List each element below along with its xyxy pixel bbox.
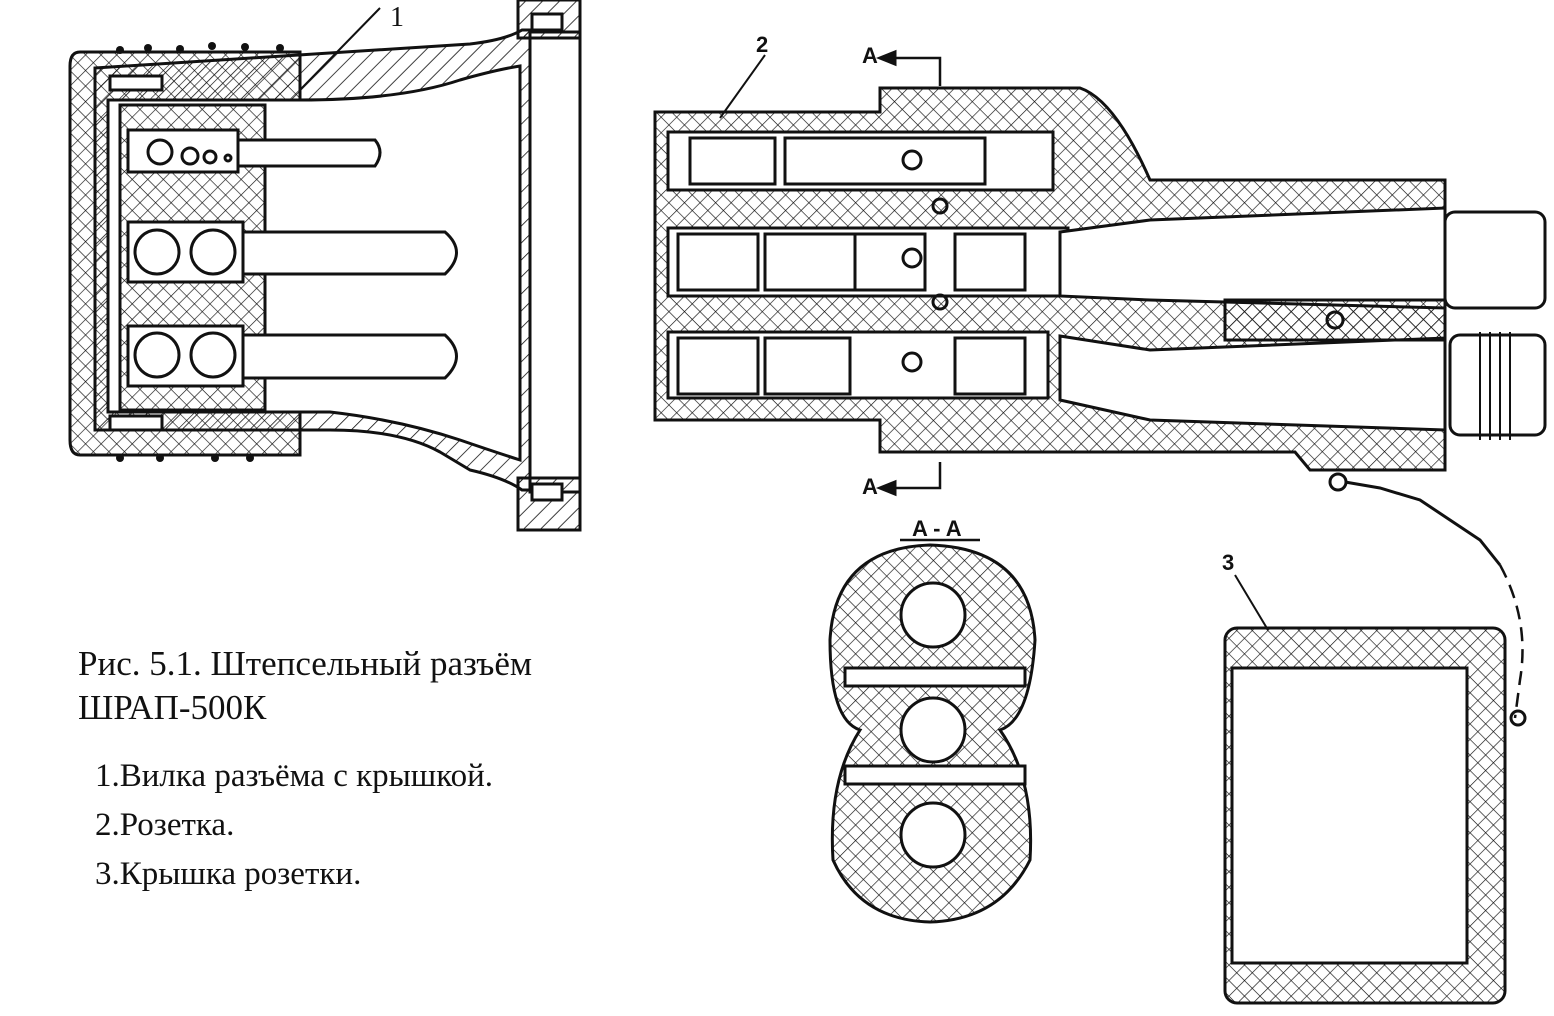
callout-2: 2 xyxy=(756,32,768,57)
callout-1: 1 xyxy=(390,2,404,33)
figure-caption: Рис. 5.1. Штепсельный разъём ШРАП-500К xyxy=(78,642,532,730)
socket-cover-part-3 xyxy=(1223,574,1527,1005)
parts-legend: 1.Вилка разъёма с крышкой. 2.Розетка. 3.… xyxy=(95,752,493,899)
plug-pin-mid xyxy=(241,230,458,276)
plug-part-1 xyxy=(68,0,582,532)
section-title: A - A xyxy=(912,516,962,541)
legend-item-3: 3.Крышка розетки. xyxy=(95,856,362,892)
plug-flange xyxy=(528,30,582,494)
callout-line-3 xyxy=(1234,574,1269,631)
legend-item-1: 1.Вилка разъёма с крышкой. xyxy=(95,758,493,794)
cable-upper xyxy=(1443,210,1547,310)
plug-pin-top xyxy=(236,138,382,168)
section-arrow-bottom-label: A xyxy=(862,474,878,499)
cover-inner xyxy=(1230,666,1469,965)
section-arrow-top-label: A xyxy=(862,43,878,68)
legend-item-2: 2.Розетка. xyxy=(95,807,235,843)
cover-chain xyxy=(1344,480,1502,566)
knurl-bumps xyxy=(116,42,284,462)
callout-line-1 xyxy=(299,7,381,91)
socket-part-2 xyxy=(653,49,1547,719)
caption-line-2: ШРАП-500К xyxy=(78,688,267,727)
cable-lower xyxy=(1448,333,1547,437)
callout-line-2 xyxy=(719,54,766,119)
caption-line-1: Рис. 5.1. Штепсельный разъём xyxy=(78,644,533,683)
callout-3: 3 xyxy=(1222,550,1234,575)
section-a-a xyxy=(828,538,1037,924)
plug-pin-bottom xyxy=(241,333,458,380)
